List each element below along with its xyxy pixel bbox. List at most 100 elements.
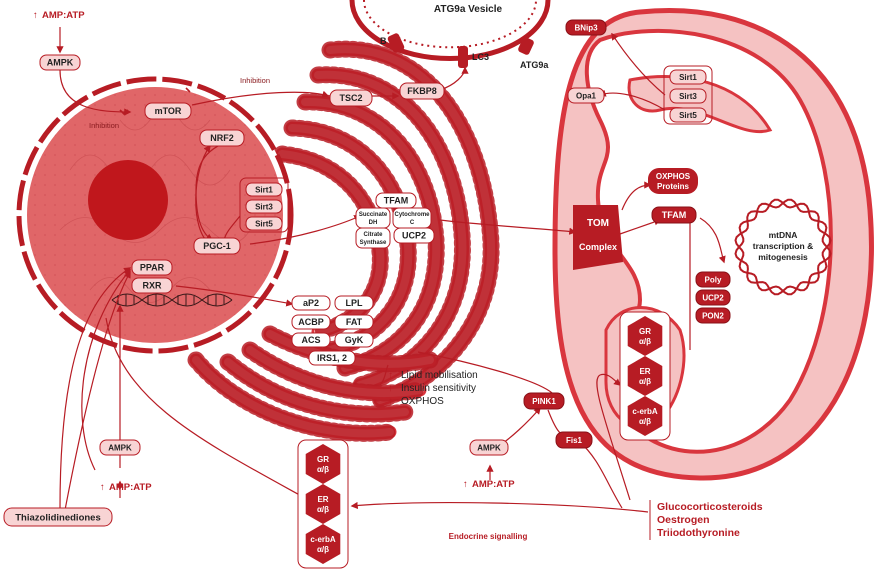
hormone-triiodothyronine: Triiodothyronine — [657, 527, 740, 539]
mtdna-line-2: transcription & — [753, 241, 813, 251]
ampk-top-label: AMPK — [39, 54, 81, 71]
bnip3-pill — [565, 19, 607, 36]
sirt3-nuc-label: Sirt3 — [245, 199, 283, 214]
thiazolidinediones-text: Thiazolidinediones — [15, 512, 101, 523]
lc3-label: LC3 — [472, 52, 489, 62]
protein-labels: AMPKmTORTSC2FKBP8NRF2Sirt1Sirt3Sirt5PGC-… — [3, 19, 731, 569]
pgc1-label: PGC-1 — [193, 237, 241, 255]
fis1-label: Fis1 — [555, 431, 593, 449]
fat-pill — [334, 314, 374, 330]
effect-insulin: Insulin sensitivity — [401, 383, 476, 394]
receptor-stack-bottom-er-line-1: ER — [317, 495, 328, 504]
sirt1-mito-label: Sirt1 — [669, 69, 707, 85]
pon2-pill — [695, 307, 731, 324]
acs-text: ACS — [301, 335, 320, 345]
sirt1-mito-text: Sirt1 — [679, 73, 697, 82]
sirt5-nuc-pill — [245, 216, 283, 231]
effect-arrow-2: ↑ — [388, 383, 393, 394]
opa1-pill — [567, 87, 605, 104]
fkbp8-label: FKBP8 — [399, 82, 445, 100]
receptor-stack-bottom-cerba-line-2: α/β — [317, 545, 329, 554]
receptor-stack-bottom-gr-hex — [305, 444, 341, 484]
connectors — [56, 27, 726, 513]
mtdna-ring — [734, 198, 832, 296]
pink1-text: PINK1 — [532, 397, 556, 406]
opa1-text: Opa1 — [576, 91, 597, 100]
mtdna-line-3: mitogenesis — [758, 252, 808, 262]
bottom-labels: ↑ AMP:ATP ↑ AMP:ATP Endocrine signalling… — [100, 479, 763, 541]
irs-text: IRS1, 2 — [317, 353, 347, 363]
atg9a-label: ATG9a — [520, 60, 549, 70]
acbp-label: ACBP — [291, 314, 331, 330]
poly-label: Poly — [695, 271, 731, 288]
er-ribosomes — [321, 40, 500, 409]
rxr-text: RXR — [142, 281, 162, 291]
receptor-stack-mito-er-line-1: ER — [639, 367, 650, 376]
dna-helix — [111, 293, 233, 307]
mtor-label: mTOR — [144, 102, 192, 120]
cytochrome-c-pill — [392, 207, 432, 229]
acbp-pill — [291, 314, 331, 330]
fat-text: FAT — [346, 317, 363, 327]
receptor-stack-mito-gr-hex — [627, 316, 663, 356]
er-effects: ↑ Lipid mobilisation ↑ Insulin sensitivi… — [388, 370, 478, 407]
ampk-left-label: AMPK — [99, 439, 141, 456]
receptor-stack-mito-gr-line-2: α/β — [639, 337, 651, 346]
sirt1-mito-pill — [669, 69, 707, 85]
effect-arrow-1: ↑ — [388, 370, 393, 381]
er-ribosomes — [241, 341, 429, 402]
gyk-pill — [334, 332, 374, 348]
amp-atp-left-arrow: ↑ — [100, 482, 105, 493]
ampk-top-text: AMPK — [47, 58, 74, 68]
sirt5-nuc-label: Sirt5 — [245, 216, 283, 231]
pgc1-pill — [193, 237, 241, 255]
ucp2-mito-pill — [695, 289, 731, 306]
sirt5-mito-label: Sirt5 — [669, 107, 707, 123]
sirt-bracket-nucleus — [239, 177, 289, 233]
citrate-synthase-pill — [355, 227, 391, 249]
lpl-text: LPL — [346, 298, 364, 308]
receptor-stack-bottom-er-hex — [305, 484, 341, 524]
cytochrome-c-line-1: Cytochrome — [394, 212, 430, 218]
thiazolidinediones-label: Thiazolidinediones — [3, 507, 113, 527]
pon2-label: PON2 — [695, 307, 731, 324]
lpl-pill — [334, 295, 374, 311]
ampk-mid-text: AMPK — [477, 443, 501, 452]
sirt3-mito-text: Sirt3 — [679, 92, 697, 101]
nrf2-label: NRF2 — [199, 129, 245, 147]
bnip3-text: BNip3 — [574, 23, 598, 32]
fis1-pill — [555, 431, 593, 449]
ap2-label: aP2 — [291, 295, 331, 311]
ppar-pill — [131, 259, 173, 276]
sirt3-mito-pill — [669, 88, 707, 104]
pon2-text: PON2 — [702, 311, 724, 320]
tfam-mito-text: TFAM — [662, 210, 687, 220]
acs-pill — [291, 332, 331, 348]
ucp2-er-label: UCP2 — [393, 227, 435, 244]
sirt1-nuc-text: Sirt1 — [255, 185, 273, 194]
ap2-text: aP2 — [303, 298, 319, 308]
bnip3-label: BNip3 — [565, 19, 607, 36]
er-ribosomes — [219, 353, 414, 423]
hormone-oestrogen: Oestrogen — [657, 514, 710, 526]
gyk-label: GyK — [334, 332, 374, 348]
tfam-er-text: TFAM — [384, 196, 409, 206]
ampk-left-text: AMPK — [108, 443, 132, 452]
amp-atp-top: AMP:ATP — [42, 10, 85, 21]
poly-text: Poly — [705, 275, 722, 284]
irs-label: IRS1, 2 — [308, 350, 356, 366]
nucleus — [16, 76, 294, 354]
oxphos-line-2: Proteins — [657, 182, 690, 191]
atg9a-vesicle: ATG9a Vesicle B LC3 ATG9a — [349, 0, 551, 70]
sirt3-mito-label: Sirt3 — [669, 88, 707, 104]
receptor-stack-bottom-er-line-2: α/β — [317, 505, 329, 514]
sirt-bracket-mito — [663, 65, 713, 125]
complex-label: Complex — [579, 242, 617, 252]
tom-label: TOM — [587, 218, 609, 229]
pink1-label: PINK1 — [523, 392, 565, 410]
poly-pill — [695, 271, 731, 288]
